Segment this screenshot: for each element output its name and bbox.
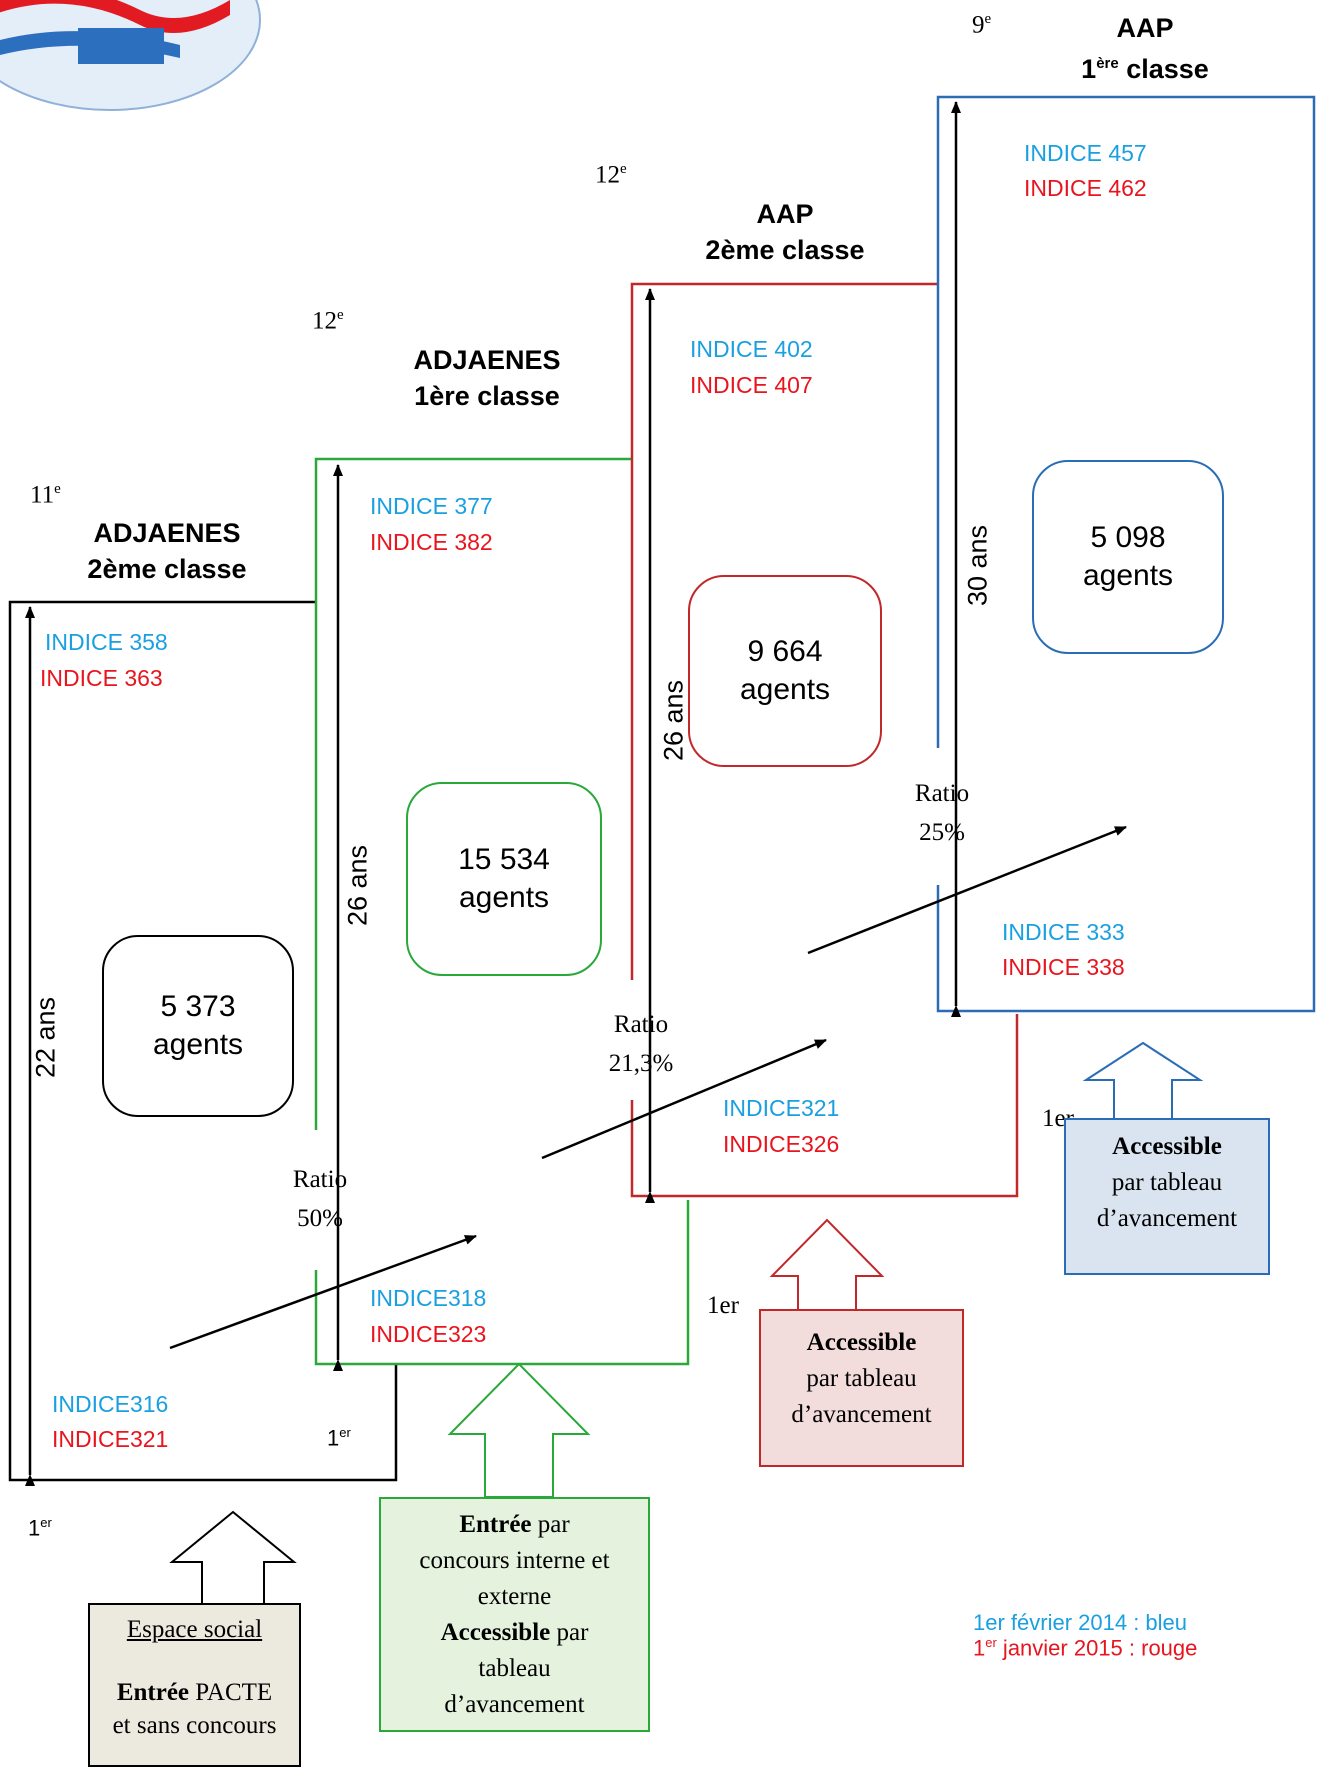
grade2-indice-top-blue: INDICE 377 xyxy=(370,493,493,519)
grade1-duration: 22 ans xyxy=(30,996,61,1079)
grade1-inner-echelon: 1er xyxy=(327,1425,351,1451)
promotion-arrow-3 xyxy=(807,825,1127,955)
grade1-indice-bottom-red: INDICE321 xyxy=(52,1426,169,1452)
grade1-indice-top-red: INDICE 363 xyxy=(40,665,163,691)
grade3-duration: 26 ans xyxy=(658,679,689,762)
grade3-indice-top-red: INDICE 407 xyxy=(690,372,813,398)
promotion-arrow-2 xyxy=(541,1038,827,1160)
legend-red: 1er janvier 2015 : rouge xyxy=(973,1635,1198,1661)
access-arrow-2 xyxy=(447,1362,591,1498)
grade2-indice-bottom-red: INDICE323 xyxy=(370,1321,487,1347)
grade4-indice-bottom-blue: INDICE 333 xyxy=(1002,919,1125,945)
grade3-outline xyxy=(630,282,1019,1198)
grade1-top-echelon: 11e xyxy=(30,481,61,509)
grade1-indice-top-blue: INDICE 358 xyxy=(45,629,168,655)
grade1-bottom-echelon: 1er xyxy=(28,1515,52,1541)
grade2-outline xyxy=(314,457,690,1366)
access-panel-espace-social: Espace social Entrée PACTE et sans conco… xyxy=(88,1603,301,1767)
grade4-indice-top-red: INDICE 462 xyxy=(1024,175,1147,201)
grade1-outline xyxy=(8,600,398,1482)
grade4-title: AAP 1ère classe xyxy=(1081,13,1209,84)
grade2-bottom-echelon: 1er xyxy=(707,1292,739,1319)
promotion-arrow-1 xyxy=(169,1234,477,1350)
grade1-indice-bottom-blue: INDICE316 xyxy=(52,1391,169,1417)
access-panel-concours: Entrée par concours interne et externe A… xyxy=(379,1497,650,1732)
grade4-top-echelon: 9e xyxy=(972,11,992,39)
grade4-outline xyxy=(936,95,1316,1013)
grade2-indice-top-red: INDICE 382 xyxy=(370,529,493,555)
grade3-top-echelon: 12e xyxy=(595,161,627,189)
access-arrow-1 xyxy=(169,1510,297,1605)
grade2-duration: 26 ans xyxy=(342,844,373,927)
legend-blue: 1er février 2014 : bleu xyxy=(973,1610,1188,1635)
grade4-indice-top-blue: INDICE 457 xyxy=(1024,140,1147,166)
grade2-indice-bottom-blue: INDICE318 xyxy=(370,1285,487,1311)
grade3-indice-top-blue: INDICE 402 xyxy=(690,336,813,362)
grade4-duration: 30 ans xyxy=(962,524,993,607)
access-panel-aap2: Accessible par tableau d’avancement xyxy=(759,1309,964,1467)
unsa-logo xyxy=(0,0,261,111)
grade4-indice-bottom-red: INDICE 338 xyxy=(1002,954,1125,980)
access-panel-aap1: Accessible par tableau d’avancement xyxy=(1064,1118,1270,1275)
grade3-indice-bottom-red: INDICE326 xyxy=(723,1131,840,1157)
grade2-top-echelon: 12e xyxy=(312,307,344,335)
access-arrow-4 xyxy=(1082,1041,1204,1120)
access-arrow-3 xyxy=(769,1218,885,1311)
grade3-indice-bottom-blue: INDICE321 xyxy=(723,1095,840,1121)
